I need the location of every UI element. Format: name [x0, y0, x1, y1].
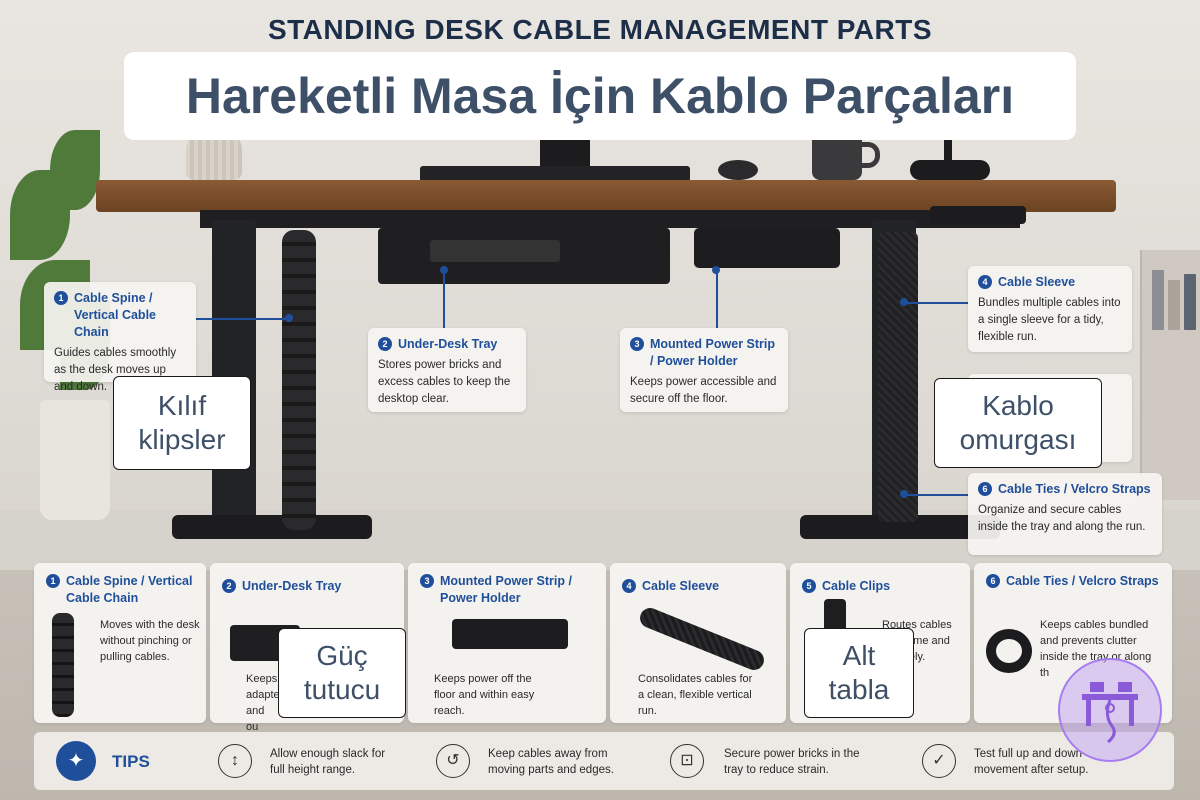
lamp-base — [910, 160, 990, 180]
power-brick — [430, 240, 560, 262]
card-desc: Keeps power off the floor and within eas… — [434, 673, 535, 717]
desk-foot-left — [172, 515, 372, 539]
callout-number: 6 — [978, 482, 992, 496]
tip-text: Allow enough slack for full height range… — [270, 748, 386, 776]
callout-number: 2 — [378, 337, 392, 351]
tip-text: Test full up and down movement after set… — [974, 748, 1089, 776]
power-brick-icon: ⊡ — [670, 744, 704, 778]
card-desc: Moves with the desk without pinching or … — [100, 619, 200, 663]
callout-number: 3 — [630, 337, 644, 351]
card-number: 1 — [46, 574, 60, 588]
callout-number: 4 — [978, 275, 992, 289]
checkmark-icon: ✓ — [922, 744, 956, 778]
pointer-dot — [440, 266, 448, 274]
tips-bar: ✦ TIPS ↕ Allow enough slack for full hei… — [34, 732, 1174, 790]
overlay-alt-tabla: Alt tabla — [804, 628, 914, 718]
overlay-kablo-omurgasi: Kablo omurgası — [934, 378, 1102, 468]
card-desc: Keeps cables bundled and prevents clutte… — [1040, 619, 1152, 679]
tips-label: TIPS — [112, 752, 150, 771]
card-power-strip: 3 Mounted Power Strip / Power Holder Keep… — [408, 563, 606, 723]
cable-spine — [282, 230, 316, 530]
pointer-dot — [900, 298, 908, 306]
overlay-guc-tutucu: Güç tutucu — [278, 628, 406, 718]
callout-title: Cable Ties / Velcro Straps — [998, 482, 1151, 496]
plant-leaf — [50, 130, 100, 210]
callout-under-desk-tray: 2 Under-Desk Tray Stores power bricks and… — [368, 328, 526, 412]
callout-desc: Organize and secure cables inside the tr… — [978, 504, 1146, 533]
callout-cable-spine: 1 Cable Spine / Vertical Cable Chain Guid… — [44, 282, 196, 393]
card-number: 2 — [222, 579, 236, 593]
callout-desc: Guides cables smoothly as the desk moves… — [54, 347, 177, 393]
callout-title: Cable Sleeve — [998, 275, 1076, 289]
lamp-stem — [944, 130, 952, 164]
keyboard — [420, 166, 690, 182]
page-title: Hareketli Masa İçin Kablo Parçaları — [124, 52, 1076, 140]
desk-logo-icon — [1082, 682, 1138, 744]
tip-text: Secure power bricks in the tray to reduc… — [724, 748, 860, 776]
card-title: Cable Sleeve — [642, 579, 720, 593]
pointer-line — [904, 494, 968, 496]
cable-tie-illustration — [986, 629, 1032, 673]
card-title: Cable Ties / Velcro Straps — [1006, 574, 1159, 588]
mug-handle — [858, 142, 880, 168]
card-number: 5 — [802, 579, 816, 593]
callout-desc: Keeps power accessible and secure off th… — [630, 376, 777, 405]
tip-text: Keep cables away from moving parts and e… — [488, 748, 614, 776]
pointer-line — [196, 318, 288, 320]
callout-desc: Stores power bricks and excess cables to… — [378, 359, 511, 405]
cable-sleeve — [878, 232, 918, 522]
card-desc: Consolidates cables for a clean, flexibl… — [638, 673, 753, 717]
pointer-dot — [285, 314, 293, 322]
pointer-line — [443, 270, 445, 328]
heading: STANDING DESK CABLE MANAGEMENT PARTS — [267, 14, 933, 45]
mouse — [718, 160, 758, 180]
desk-leg-left — [212, 220, 256, 520]
callout-title: Under-Desk Tray — [398, 337, 498, 351]
card-cable-spine: 1 Cable Spine / Vertical Cable Chain Move… — [34, 563, 206, 723]
card-cable-sleeve: 4 Cable Sleeve Consolidates cables for a … — [610, 563, 786, 723]
desk-frame — [200, 210, 1020, 228]
callout-title: Mounted Power Strip / Power Holder — [650, 337, 775, 368]
desk-control-panel — [930, 206, 1026, 224]
callout-title: Cable Spine / Vertical Cable Chain — [74, 291, 156, 339]
pointer-dot — [900, 490, 908, 498]
callout-number: 1 — [54, 291, 68, 305]
card-title: Mounted Power Strip / Power Holder — [440, 574, 572, 605]
callout-desc: Bundles multiple cables into a single sl… — [978, 297, 1121, 343]
cable-sleeve-illustration — [637, 605, 767, 673]
cable-spine-illustration — [52, 613, 74, 717]
power-strip-illustration — [452, 619, 568, 649]
arrows-vertical-icon: ↕ — [218, 744, 252, 778]
watermark-logo — [1058, 658, 1162, 762]
pointer-line — [904, 302, 968, 304]
lightbulb-icon: ✦ — [56, 741, 96, 781]
pointer-dot — [712, 266, 720, 274]
callout-power-strip: 3 Mounted Power Strip / Power Holder Keep… — [620, 328, 788, 412]
plant-pot — [40, 400, 110, 520]
card-number: 3 — [420, 574, 434, 588]
card-title: Cable Clips — [822, 579, 891, 593]
card-title: Under-Desk Tray — [242, 579, 342, 593]
card-desc: Keeps adapte and ou — [246, 673, 280, 733]
card-number: 6 — [986, 574, 1000, 588]
pointer-line — [716, 270, 718, 328]
mug — [812, 134, 862, 180]
overlay-kilif-klipsler: Kılıf klipsler — [113, 376, 251, 470]
card-title: Cable Spine / Vertical Cable Chain — [66, 574, 193, 605]
callout-cable-sleeve: 4 Cable Sleeve Bundles multiple cables in… — [968, 266, 1132, 352]
mounted-power-strip — [694, 228, 840, 268]
bookshelf — [1140, 250, 1200, 500]
card-number: 4 — [622, 579, 636, 593]
callout-cable-ties: 6 Cable Ties / Velcro Straps Organize and… — [968, 473, 1162, 555]
cable-route-icon: ↺ — [436, 744, 470, 778]
